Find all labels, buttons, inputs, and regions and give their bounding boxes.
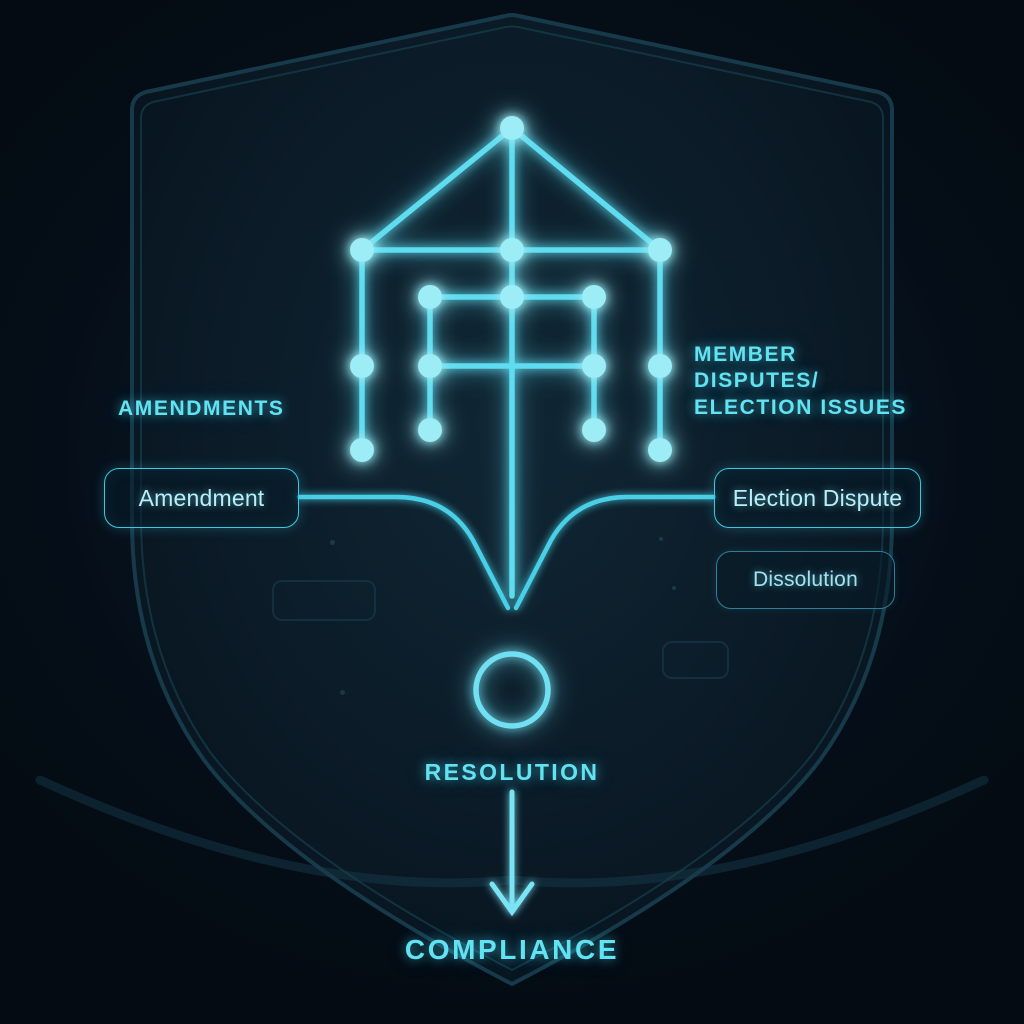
speck [340,690,345,695]
label-amendments: AMENDMENTS [118,397,285,420]
node-election-dispute[interactable]: Election Dispute [714,468,921,528]
circle-node-icon [473,651,551,729]
label-resolution: RESOLUTION [424,759,600,785]
ghost-plate-right [662,641,729,679]
label-compliance: COMPLIANCE [404,934,620,965]
connector-amendment-to-resolution [296,494,511,611]
network-node-graph-icon [359,125,663,599]
network-nodes [350,116,672,462]
connector-dispute-to-resolution [513,494,717,611]
speck [330,540,335,545]
node-dissolution[interactable]: Dissolution [716,551,895,609]
ghost-plate-left [272,580,376,621]
down-arrow-icon [489,789,535,917]
label-member-disputes: MEMBER DISPUTES/ ELECTION ISSUES [694,343,908,419]
speck [672,586,676,590]
speck [659,537,663,541]
node-amendment[interactable]: Amendment [104,468,299,528]
